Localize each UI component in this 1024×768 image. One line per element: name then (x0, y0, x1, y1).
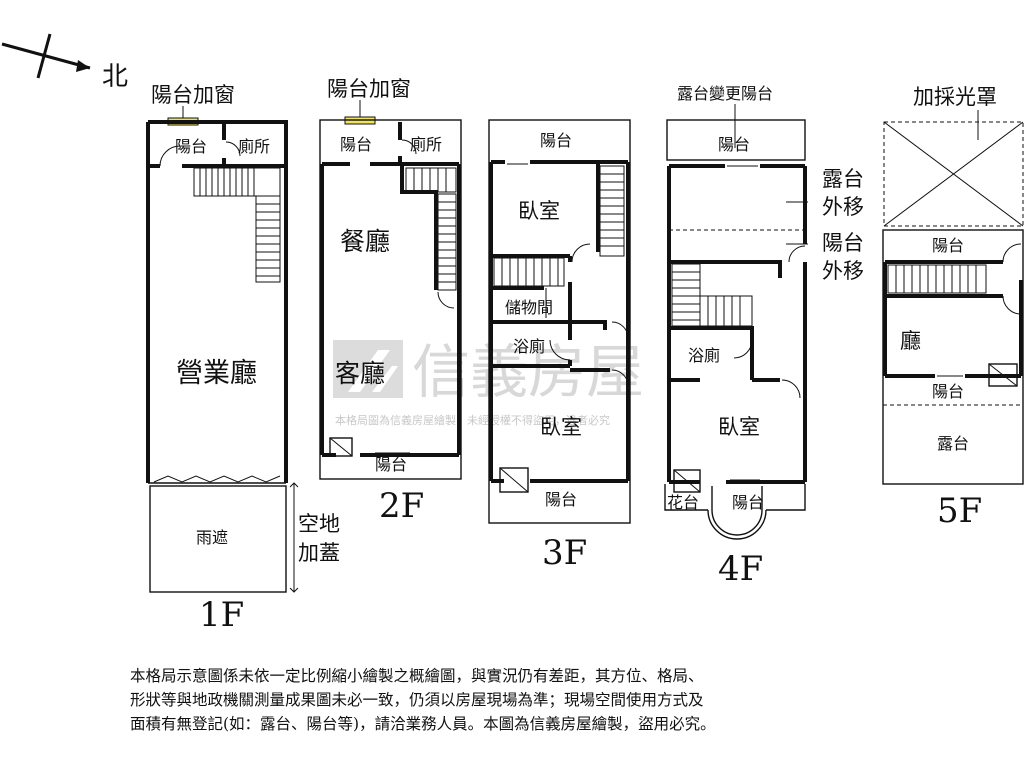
f3-balcony-bottom-label: 陽台 (545, 490, 577, 509)
compass: 北 (1, 33, 128, 92)
f1-side-note-2: 加蓋 (298, 541, 340, 565)
f2-dining-label: 餐廳 (340, 227, 390, 256)
f4-bedroom-label: 臥室 (718, 415, 760, 439)
staircase (493, 164, 625, 287)
f1-hall-label: 營業廳 (176, 358, 257, 389)
cabinet-icon (988, 363, 1018, 387)
f1-side-note-1: 空地 (298, 512, 340, 536)
f1-top-label: 陽台加窗 (151, 83, 235, 107)
f3-bedroom-top-label: 臥室 (518, 199, 560, 223)
f2-living-label: 客廳 (335, 359, 385, 388)
f2-top-label: 陽台加窗 (327, 77, 411, 101)
f3-balcony-top-label: 陽台 (540, 131, 572, 150)
door-swing-icon (159, 145, 181, 167)
f4-planter-label: 花台 (667, 493, 699, 512)
watermark-notice: 本格局圖為信義房屋繪製，未經授權不得盜用，違者必究 (335, 413, 610, 427)
floor-4f: 露台變更陽台 陽台 露台 外移 陽台 外移 浴廁 臥室 (664, 84, 864, 589)
f1-floor-label: 1F (199, 595, 244, 635)
f4-top-label: 露台變更陽台 (677, 84, 773, 103)
f5-floor-label: 5F (937, 491, 982, 531)
dimension-arrow-icon (289, 482, 299, 593)
disclaimer: 本格局示意圖係未依一定比例縮小繪製之概繪圖，與實況仍有差距，其方位、格局、 形狀… (130, 664, 910, 736)
disclaimer-line: 本格局示意圖係未依一定比例縮小繪製之概繪圖，與實況仍有差距，其方位、格局、 (130, 667, 704, 685)
floor-5f: 加採光罩 陽台 廳 陽台 露台 5F (882, 85, 1024, 531)
north-label: 北 (102, 62, 128, 92)
f3-storage-label: 儲物間 (505, 298, 553, 317)
f1-balcony-label: 陽台 (175, 137, 207, 156)
staircase (400, 166, 457, 309)
f1-toilet-label: 廁所 (238, 137, 270, 156)
f4-balcony-bottom-label: 陽台 (732, 493, 764, 512)
bay-window (707, 509, 767, 540)
floor-2f: 陽台加窗 陽台 廁所 餐廳 客廳 陽台 (319, 77, 462, 526)
f1-canopy (149, 485, 287, 593)
f2-floor-label: 2F (379, 486, 424, 526)
f4-side-note-1b: 外移 (822, 195, 864, 219)
door-swing-icon (225, 141, 241, 157)
north-arrow-icon (76, 60, 90, 72)
floor-1f: 陽台加窗 陽台 廁所 營業廳 (146, 83, 340, 635)
sinyi-logo (333, 340, 403, 398)
floor-3f: 陽台 臥室 儲物間 浴廁 臥室 陽台 (488, 119, 631, 573)
staircase (887, 264, 987, 294)
f3-bath-label: 浴廁 (513, 337, 545, 356)
f5-skylight (883, 121, 1024, 227)
staircase (669, 260, 782, 327)
staircase (193, 167, 281, 283)
shutter-icon (153, 475, 281, 483)
f5-balcony-top-label: 陽台 (932, 236, 964, 255)
disclaimer-line: 面積有無登記(如：露台、陽台等)，請洽業務人員。本圖為信義房屋繪製，盜用必究。 (130, 715, 716, 733)
f2-toilet-label: 廁所 (410, 135, 442, 154)
f3-floor-label: 3F (542, 533, 587, 573)
f2-balcony-bottom-label: 陽台 (375, 455, 407, 474)
f4-bath-label: 浴廁 (688, 346, 720, 365)
f5-top-label: 加採光罩 (913, 85, 997, 109)
f1-canopy-label: 雨遮 (196, 528, 228, 547)
f4-side-note-2b: 外移 (822, 259, 864, 283)
watermark: 信義房屋 本格局圖為信義房屋繪製，未經授權不得盜用，違者必究 (333, 338, 644, 427)
cabinet-icon (673, 469, 701, 493)
f3-bedroom-bottom-label: 臥室 (540, 415, 582, 439)
f4-side-note-1a: 露台 (822, 167, 864, 191)
disclaimer-line: 形狀等與地政機關測量成果圖未必一致，仍須以房屋現場為準；現場空間使用方式及 (130, 691, 704, 709)
cabinet-icon (499, 467, 529, 493)
f5-hall-label: 廳 (900, 329, 921, 353)
f2-balcony-top-label: 陽台 (340, 135, 372, 154)
f5-balcony-mid-label: 陽台 (932, 382, 964, 401)
cabinet-icon (329, 437, 353, 457)
f4-side-note-2a: 陽台 (822, 231, 864, 255)
f4-floor-label: 4F (718, 549, 763, 589)
f5-terrace-label: 露台 (937, 434, 969, 453)
f4-balcony-top-label: 陽台 (718, 135, 750, 154)
